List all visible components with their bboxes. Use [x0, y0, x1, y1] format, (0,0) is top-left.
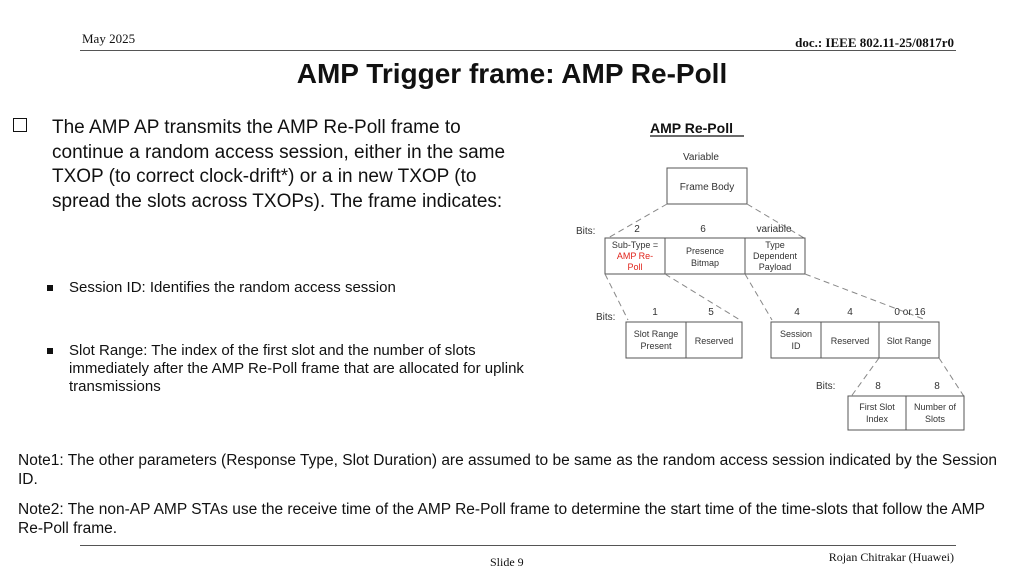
note-1: Note1: The other parameters (Response Ty… [18, 452, 998, 488]
size-first-slot-index: 8 [875, 381, 881, 392]
size-session-id: 4 [794, 307, 800, 318]
header-doc-id: doc.: IEEE 802.11-25/0817r0 [795, 35, 954, 50]
frame-body-label: Frame Body [680, 182, 734, 193]
bits-label-level3-left: Bits: [596, 312, 615, 323]
slide-title: AMP Trigger frame: AMP Re-Poll [296, 58, 728, 89]
typedep-line3: Payload [759, 262, 792, 272]
hollow-square-bullet-icon [13, 118, 27, 132]
size-subtype: 2 [634, 224, 640, 235]
sub-bullet-session-id: Session ID: Identifies the random access… [69, 279, 396, 296]
slot-range-present-line1: Slot Range [634, 329, 679, 339]
diagram-title: AMP Re-Poll [650, 120, 733, 136]
slide-number: Slide 9 [490, 555, 524, 569]
frame-format-diagram: AMP Re-Poll Variable Frame Body Bits: 2 … [576, 120, 966, 431]
presence-line1: Presence [686, 246, 724, 256]
sub-bullet-slot-range: Slot Range: The index of the first slot … [69, 342, 524, 395]
note-2: Note2: The non-AP AMP STAs use the recei… [18, 501, 985, 537]
reserved-right-label: Reserved [831, 336, 870, 346]
size-presence-bitmap: 6 [700, 224, 706, 235]
typedep-line2: Dependent [753, 251, 798, 261]
subtype-line3: Poll [627, 262, 642, 272]
size-slot-range: 0 or 16 [894, 307, 926, 318]
size-reserved-right: 4 [847, 307, 853, 318]
slot-range-present-line2: Present [640, 341, 672, 351]
square-bullet-icon [47, 348, 53, 354]
size-slot-range-present: 1 [652, 307, 658, 318]
frame-body-size: Variable [683, 152, 719, 163]
footer-divider [80, 545, 956, 546]
main-bullet-text: The AMP AP transmits the AMP Re-Poll fra… [52, 117, 506, 212]
bits-label-level4: Bits: [816, 381, 835, 392]
square-bullet-icon [47, 285, 53, 291]
reserved-left-label: Reserved [695, 336, 734, 346]
footer-author: Rojan Chitrakar (Huawei) [828, 550, 954, 564]
session-id-line2: ID [792, 341, 802, 351]
bits-label-level2: Bits: [576, 226, 595, 237]
number-of-slots-line2: Slots [925, 414, 946, 424]
header-divider [80, 50, 956, 51]
size-reserved-left: 5 [708, 307, 714, 318]
session-id-line1: Session [780, 329, 812, 339]
size-number-of-slots: 8 [934, 381, 940, 392]
presence-line2: Bitmap [691, 258, 719, 268]
subtype-line1: Sub-Type = [612, 240, 658, 250]
header-date: May 2025 [82, 31, 136, 46]
number-of-slots-line1: Number of [914, 402, 957, 412]
slot-range-label: Slot Range [887, 336, 932, 346]
subtype-line2: AMP Re- [617, 251, 653, 261]
size-type-dependent: variable [756, 224, 791, 235]
first-slot-index-line2: Index [866, 414, 889, 424]
typedep-line1: Type [765, 240, 785, 250]
first-slot-index-line1: First Slot [859, 402, 895, 412]
